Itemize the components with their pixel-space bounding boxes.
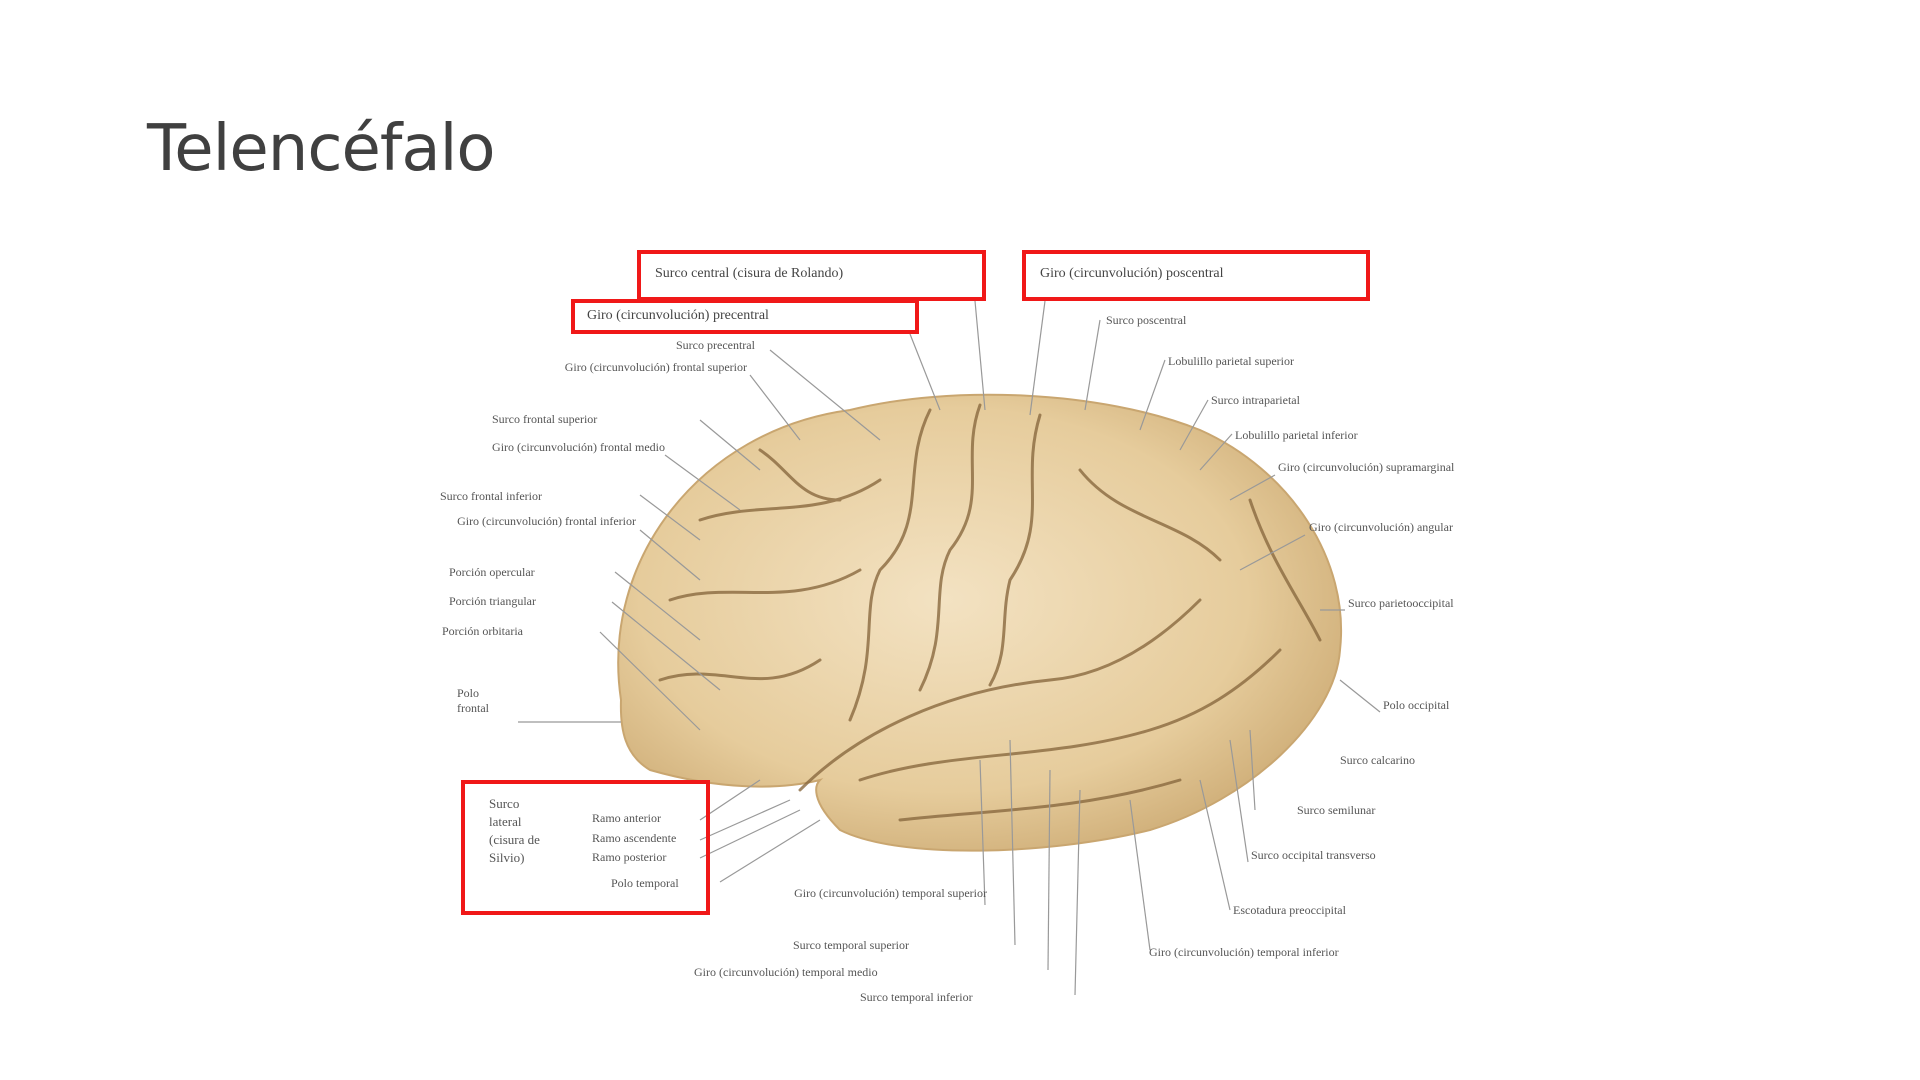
- label: Surco precentral: [676, 338, 755, 352]
- label: Surco temporal superior: [793, 938, 909, 952]
- label: Porción orbitaria: [442, 624, 523, 638]
- label-lateral-sulcus: Surco lateral (cisura de Silvio): [489, 796, 540, 865]
- label: Surco temporal inferior: [860, 990, 973, 1004]
- highlight-central-sulcus: Surco central (cisura de Rolando): [637, 250, 986, 301]
- lateral-sulcus: [798, 598, 1202, 792]
- label: Surco semilunar: [1297, 803, 1376, 817]
- label: Surco occipital transverso: [1251, 848, 1376, 862]
- highlight-precentral-gyrus: Giro (circunvolución) precentral: [571, 299, 919, 334]
- highlight-lateral-sulcus: [461, 780, 710, 915]
- label: Polo occipital: [1383, 698, 1450, 712]
- label-precentral-gyrus: Giro (circunvolución) precentral: [587, 308, 769, 323]
- highlight-postcentral-gyrus: Giro (circunvolución) poscentral: [1022, 250, 1370, 301]
- label: Lobulillo parietal inferior: [1235, 428, 1358, 442]
- label: Lobulillo parietal superior: [1168, 354, 1294, 368]
- label-postcentral-gyrus: Giro (circunvolución) poscentral: [1040, 266, 1224, 281]
- label: Surco poscentral: [1106, 313, 1187, 327]
- label: Giro (circunvolución) angular: [1309, 520, 1453, 534]
- label: Giro (circunvolución) temporal inferior: [1149, 945, 1339, 959]
- label: Surco calcarino: [1340, 753, 1415, 767]
- label: Giro (circunvolución) frontal superior: [564, 360, 747, 374]
- label-temporal-pole: Polo temporal: [611, 876, 679, 890]
- label-ascending-branch: Ramo ascendente: [592, 831, 677, 845]
- label: Surco frontal inferior: [440, 489, 542, 503]
- label: Giro (circunvolución) frontal medio: [492, 440, 665, 454]
- brain-hemisphere: [617, 393, 1343, 852]
- label: Polo frontal: [457, 686, 489, 715]
- label: Escotadura preoccipital: [1233, 903, 1346, 917]
- label-posterior-branch: Ramo posterior: [592, 850, 667, 864]
- label-anterior-branch: Ramo anterior: [592, 811, 661, 825]
- label: Giro (circunvolución) frontal inferior: [457, 514, 636, 528]
- label: Giro (circunvolución) temporal superior: [794, 886, 987, 900]
- label: Porción opercular: [449, 565, 535, 579]
- central-sulcus: [918, 403, 982, 692]
- label-central-sulcus: Surco central (cisura de Rolando): [655, 266, 844, 281]
- slide-title: Telencéfalo: [147, 112, 496, 186]
- label: Giro (circunvolución) temporal medio: [694, 965, 878, 979]
- label: Surco intraparietal: [1211, 393, 1300, 407]
- label: Porción triangular: [449, 594, 536, 608]
- label: Surco parietooccipital: [1348, 596, 1454, 610]
- label: Giro (circunvolución) supramarginal: [1278, 460, 1455, 474]
- label: Surco frontal superior: [492, 412, 598, 426]
